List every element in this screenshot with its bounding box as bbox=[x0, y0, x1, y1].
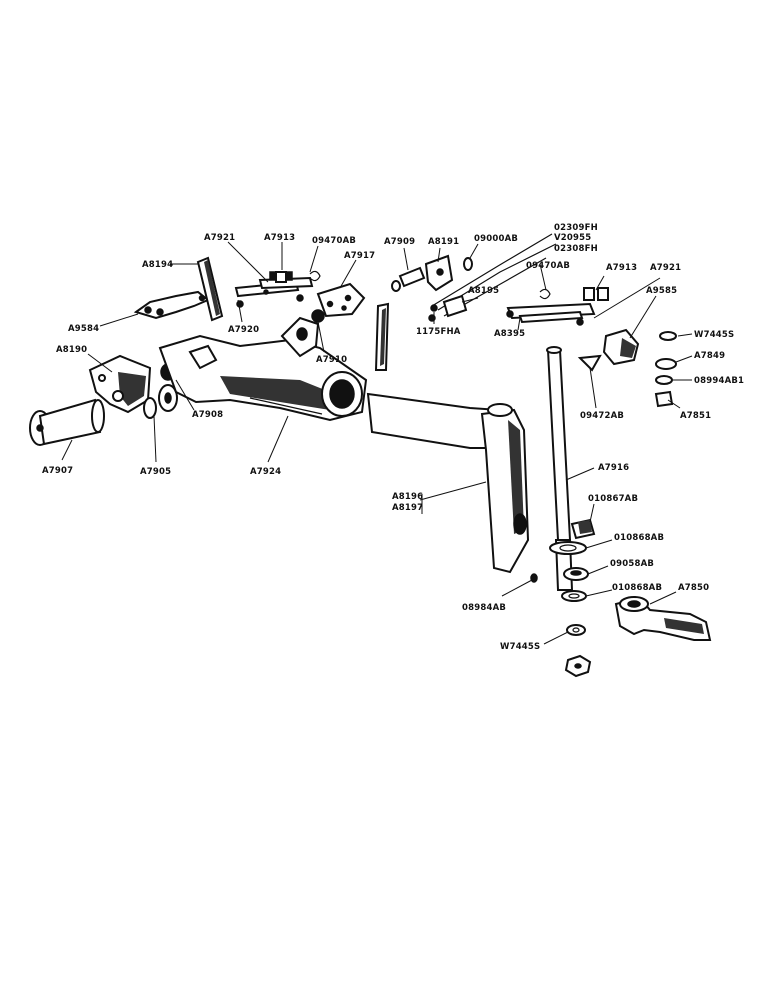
label-a7907: A7907 bbox=[42, 466, 73, 476]
label-a7850: A7850 bbox=[678, 583, 709, 593]
label-a7920: A7920 bbox=[228, 325, 259, 335]
part-w7445s-bottom-washer bbox=[566, 624, 586, 636]
label-a9584: A9584 bbox=[68, 324, 99, 334]
label-a8191: A8191 bbox=[428, 237, 459, 247]
part-vertical-bar bbox=[374, 302, 390, 371]
part-a7924-axle-beam bbox=[158, 316, 368, 422]
part-a8196-a8197-extension bbox=[366, 392, 530, 574]
label-a7909: A7909 bbox=[384, 237, 415, 247]
part-a9584-radius-rod bbox=[133, 290, 210, 320]
label-09470ab-left: 09470AB bbox=[312, 236, 356, 246]
part-09470ab-right-clip bbox=[539, 288, 551, 300]
label-a7913-left: A7913 bbox=[264, 233, 295, 243]
part-a7920-rod bbox=[234, 271, 314, 308]
part-09058ab bbox=[563, 567, 589, 581]
label-08994ab1: 08994AB1 bbox=[694, 376, 744, 386]
part-09000ab-washer bbox=[463, 257, 473, 271]
label-w7445s-top: W7445S bbox=[694, 330, 734, 340]
label-a7849: A7849 bbox=[694, 351, 725, 361]
label-a8395: A8395 bbox=[494, 329, 525, 339]
label-09472ab: 09472AB bbox=[580, 411, 624, 421]
part-a8395-rod bbox=[506, 302, 596, 326]
label-a7916: A7916 bbox=[598, 463, 629, 473]
label-a8196: A8196 bbox=[392, 492, 423, 502]
label-a9585: A9585 bbox=[646, 286, 677, 296]
label-09058ab: 09058AB bbox=[610, 559, 654, 569]
label-a7913-right: A7913 bbox=[606, 263, 637, 273]
label-09000ab: 09000AB bbox=[474, 234, 518, 244]
label-a8195: A8195 bbox=[468, 286, 499, 296]
part-bottom-nut bbox=[564, 654, 592, 678]
label-a7921-left: A7921 bbox=[204, 233, 235, 243]
label-02309fh: 02309FH bbox=[554, 223, 598, 233]
part-a7849 bbox=[655, 358, 677, 370]
part-a8191-clevis bbox=[424, 254, 454, 292]
part-w7445s-top-washer bbox=[659, 331, 677, 341]
part-010868ab-bottom-washer bbox=[561, 590, 587, 602]
part-a7913-left-clamp bbox=[275, 271, 287, 283]
part-a8190-bracket bbox=[88, 354, 152, 414]
leader-lines bbox=[61, 241, 693, 645]
part-09470ab-left-clip bbox=[309, 270, 321, 282]
part-010867ab-nut bbox=[570, 518, 596, 540]
part-a7905-washer bbox=[143, 384, 178, 419]
label-a7924: A7924 bbox=[250, 467, 281, 477]
part-a7907-pivot-pin bbox=[29, 398, 105, 446]
part-09472ab-cup bbox=[577, 354, 602, 372]
label-w7445s-bottom: W7445S bbox=[500, 642, 540, 652]
part-a7851 bbox=[654, 390, 674, 408]
part-a9585-block bbox=[602, 328, 640, 366]
label-a7921-right: A7921 bbox=[650, 263, 681, 273]
label-a7910: A7910 bbox=[316, 355, 347, 365]
part-a7917-bracket-plate bbox=[296, 282, 366, 318]
part-08994ab1 bbox=[655, 375, 673, 385]
label-a8197: A8197 bbox=[392, 503, 423, 513]
label-a7905: A7905 bbox=[140, 467, 171, 477]
part-010868ab-top-washer bbox=[549, 541, 587, 555]
label-08984ab: 08984AB bbox=[462, 603, 506, 613]
label-a7851: A7851 bbox=[680, 411, 711, 421]
part-a7909-pin bbox=[391, 266, 426, 292]
label-010868ab-top: 010868AB bbox=[614, 533, 664, 543]
part-a7913-right-clamps bbox=[583, 287, 609, 301]
label-010868ab-bottom: 010868AB bbox=[612, 583, 662, 593]
part-08984ab bbox=[530, 573, 538, 583]
label-010867ab: 010867AB bbox=[588, 494, 638, 504]
label-a8190: A8190 bbox=[56, 345, 87, 355]
label-1175fha: 1175FHA bbox=[416, 327, 461, 337]
label-a8194: A8194 bbox=[142, 260, 173, 270]
part-a7850-knuckle bbox=[614, 596, 712, 641]
label-v20955: V20955 bbox=[554, 233, 591, 243]
label-a7908: A7908 bbox=[192, 410, 223, 420]
label-09470ab-right: 09470AB bbox=[526, 261, 570, 271]
label-02308fh: 02308FH bbox=[554, 244, 598, 254]
label-a7917: A7917 bbox=[344, 251, 375, 261]
part-a8194-bar bbox=[196, 256, 224, 322]
part-a7910 bbox=[311, 309, 325, 323]
